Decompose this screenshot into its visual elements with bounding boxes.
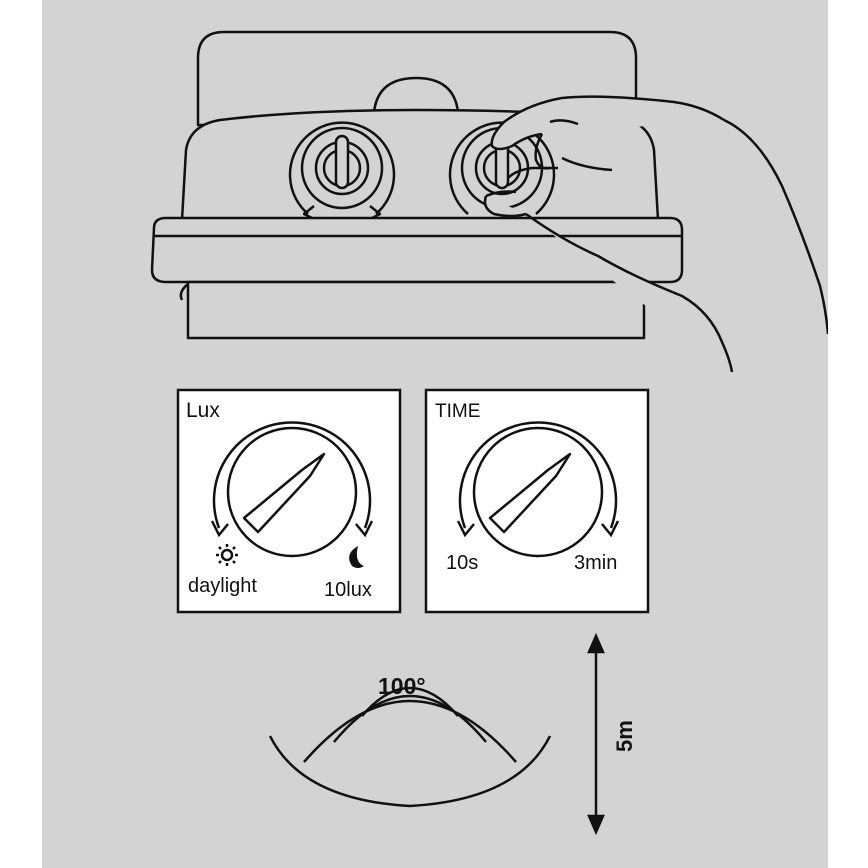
time-dial-face <box>472 426 604 558</box>
detection-range-label: 5m <box>612 720 637 752</box>
diagram-canvas: Lux daylight 10lux TIME <box>42 0 828 868</box>
time-min-label: 10s <box>446 552 478 574</box>
sensor-device <box>150 30 828 373</box>
lux-min-label: daylight <box>188 575 257 597</box>
diagram-svg: Lux daylight 10lux TIME <box>42 0 828 868</box>
lux-dial-pointer <box>242 452 326 534</box>
wave-arc-4-right <box>409 735 552 808</box>
device-rim <box>150 216 684 284</box>
device-lower-body <box>186 280 646 340</box>
lux-knob <box>288 121 396 220</box>
time-max-arrow-icon <box>601 520 620 538</box>
left-clip <box>179 283 189 301</box>
hand-illustration <box>483 95 828 373</box>
time-dial-pointer <box>488 452 572 534</box>
lux-dial-ring <box>212 421 372 529</box>
sensor-dome-lens <box>372 76 460 113</box>
wave-arc-1 <box>361 686 459 717</box>
detection-angle-label: 100° <box>378 673 426 699</box>
time-dial-panel: TIME 10s 3min <box>424 388 650 614</box>
time-panel-title: TIME <box>435 401 480 422</box>
lux-panel-title: Lux <box>186 399 220 422</box>
lux-dial-face <box>226 426 358 558</box>
time-min-arrow-icon <box>456 520 475 538</box>
wave-arc-4-left <box>268 735 411 808</box>
lux-max-label: 10lux <box>324 579 372 601</box>
wave-arc-3 <box>303 699 517 763</box>
lux-max-arrow-icon <box>355 520 374 538</box>
lux-min-arrow-icon <box>210 520 229 538</box>
time-dial-ring <box>458 421 618 529</box>
time-max-label: 3min <box>574 552 617 574</box>
wave-arc-2 <box>333 694 487 743</box>
range-arrow <box>587 632 605 836</box>
lux-dial-panel: Lux daylight 10lux <box>176 388 402 614</box>
sun-icon <box>216 544 238 566</box>
moon-icon <box>349 546 364 568</box>
detection-waves <box>268 686 552 808</box>
